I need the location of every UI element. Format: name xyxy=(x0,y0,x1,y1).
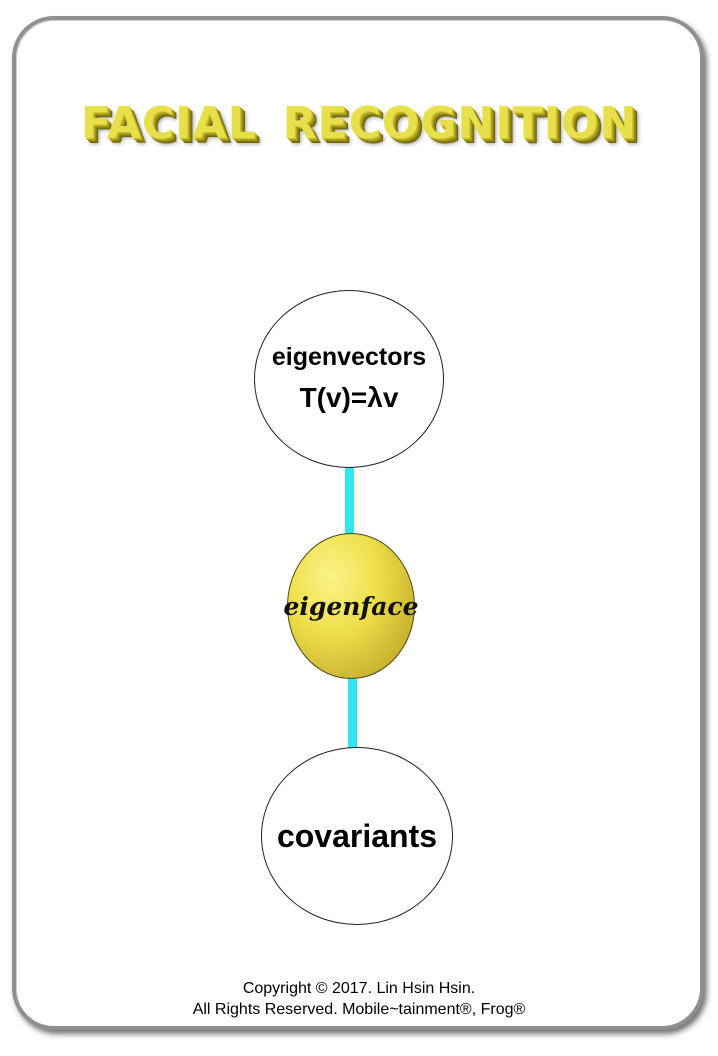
node-eigenface: eigenface xyxy=(283,533,419,679)
page-title: FACIAL RECOGNITION xyxy=(0,98,718,149)
node-eigenvectors-label: eigenvectors xyxy=(271,343,427,371)
node-covariants-label: covariants xyxy=(276,817,438,854)
node-eigenvectors: eigenvectors T(v)=λv xyxy=(254,290,444,468)
copyright-line: Copyright © 2017. Lin Hsin Hsin. xyxy=(242,980,476,997)
rights-line: All Rights Reserved. Mobile~tainment®, F… xyxy=(192,1001,526,1018)
title-word-facial: FACIAL xyxy=(80,98,257,149)
node-eigenvectors-formula: T(v)=λv xyxy=(299,382,399,413)
connector-top xyxy=(345,466,354,536)
connector-bottom xyxy=(348,677,357,749)
node-eigenface-label: eigenface xyxy=(283,591,419,621)
title-word-recognition: RECOGNITION xyxy=(282,98,638,149)
node-covariants: covariants xyxy=(261,747,453,925)
